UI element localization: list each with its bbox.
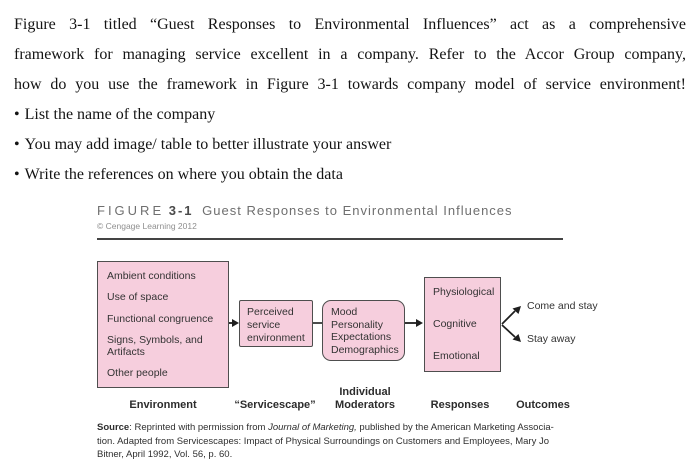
moderator-item: Personality — [331, 318, 383, 331]
source-text: : Reprinted with permission from — [129, 422, 269, 433]
question-line: Figure 3-1 titled “Guest Responses to En… — [14, 16, 686, 33]
bullet-marker: • — [14, 166, 20, 183]
figure-divider — [97, 238, 563, 240]
perceived-service-environment-box: Perceived service environment — [239, 300, 313, 347]
source-note: Source: Reprinted with permission from J… — [97, 421, 577, 462]
bullet-item: •Write the references on where you obtai… — [14, 160, 686, 190]
arrowhead — [232, 319, 239, 327]
bullet-marker: • — [14, 106, 20, 123]
column-label-environment: Environment — [129, 399, 197, 411]
arrowhead — [512, 334, 521, 342]
response-item: Cognitive — [433, 318, 477, 330]
bullet-marker: • — [14, 136, 20, 153]
arrowhead — [512, 306, 521, 314]
figure-name: Guest Responses to Environmental Influen… — [202, 203, 513, 218]
moderator-item: Mood — [331, 306, 358, 318]
column-label-responses: Responses — [430, 399, 490, 411]
column-label-servicescape: “Servicescape” — [234, 399, 316, 411]
column-label-outcomes: Outcomes — [516, 399, 570, 411]
environment-item: Signs, Symbols, and Artifacts — [107, 333, 203, 358]
environment-box: Ambient conditions Use of space Function… — [97, 261, 229, 388]
moderator-item: Expectations — [331, 331, 392, 343]
arrow-to-stay-away — [501, 324, 516, 338]
figure-label: FIGURE — [97, 203, 165, 218]
bullet-text: You may add image/ table to better illus… — [24, 136, 392, 153]
environment-item: Use of space — [107, 291, 169, 304]
responses-box: Physiological Cognitive Emotional — [424, 277, 501, 372]
bullet-item: •You may add image/ table to better illu… — [14, 130, 686, 160]
moderators-box: Mood Personality Expectations Demographi… — [322, 300, 405, 361]
figure-number: 3-1 — [168, 203, 194, 218]
environment-item: Ambient conditions — [107, 270, 196, 282]
response-item: Emotional — [433, 350, 480, 362]
column-label-individual-moderators: Individual Moderators — [335, 386, 395, 411]
moderator-item: Demographics — [331, 343, 399, 356]
outcome-stay-away: Stay away — [527, 333, 576, 345]
source-line: tion. Adapted from Servicescapes: Impact… — [97, 435, 549, 447]
outcome-come-and-stay: Come and stay — [527, 300, 598, 312]
arrow-to-come-and-stay — [501, 310, 516, 325]
source-text: published by the American Marketing Asso… — [356, 422, 554, 433]
figure-title: FIGURE 3-1 Guest Responses to Environmen… — [97, 203, 617, 218]
response-item: Physiological — [433, 286, 495, 298]
journal-name: Journal of Marketing, — [268, 422, 357, 433]
arrowhead — [416, 319, 423, 327]
question-line: how do you use the framework in Figure 3… — [14, 76, 686, 93]
figure-3-1: FIGURE 3-1 Guest Responses to Environmen… — [97, 203, 617, 462]
source-line: Bitner, April 1992, Vol. 56, p. 60. — [97, 449, 233, 460]
question-line: framework for managing service excellent… — [14, 46, 686, 63]
source-label: Source — [97, 422, 130, 433]
bullet-text: Write the references on where you obtain… — [24, 166, 343, 183]
question-text: Figure 3-1 titled “Guest Responses to En… — [0, 0, 700, 190]
bullet-text: List the name of the company — [24, 106, 216, 123]
environment-item: Other people — [107, 367, 168, 379]
bullet-item: •List the name of the company — [14, 100, 686, 130]
environment-item: Functional congruence — [107, 312, 214, 325]
servicescape-diagram: Ambient conditions Use of space Function… — [97, 250, 607, 415]
figure-copyright: © Cengage Learning 2012 — [97, 221, 197, 231]
source-line: Source: Reprinted with permission from J… — [97, 421, 577, 435]
